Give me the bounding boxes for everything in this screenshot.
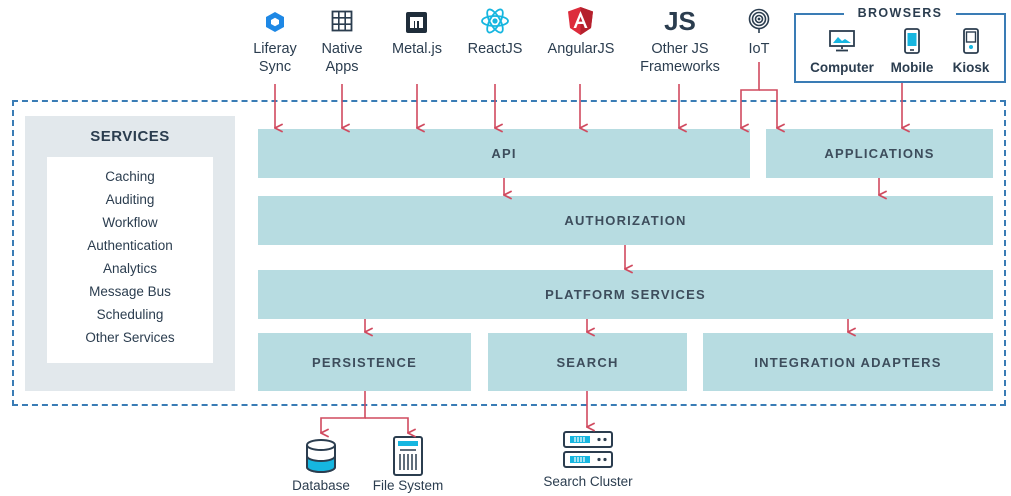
arrow-iot-split <box>741 62 760 128</box>
monitor-icon <box>829 30 855 52</box>
service-item: Analytics <box>102 261 158 276</box>
api-layer: API <box>258 129 750 178</box>
storage-label-database: Database <box>292 478 350 493</box>
client-label-native-apps: Native Apps <box>321 41 363 75</box>
storage-label-search-cluster: Search Cluster <box>543 474 633 489</box>
service-item: Authentication <box>87 238 173 253</box>
js-icon: JS <box>664 6 696 36</box>
applications-layer: APPLICATIONS <box>766 129 993 178</box>
storage-label-file-system: File System <box>372 478 444 493</box>
service-item: Caching <box>105 169 155 184</box>
services-list: Caching Auditing Workflow Authentication… <box>47 157 213 363</box>
service-item: Workflow <box>102 215 158 230</box>
service-item: Scheduling <box>96 307 164 322</box>
angular-icon <box>568 7 593 35</box>
client-label-reactjs: ReactJS <box>467 41 523 57</box>
client-label-other-js: Other JS Frameworks <box>640 41 720 75</box>
react-icon <box>481 8 509 34</box>
client-label-metaljs: Metal.js <box>392 41 442 57</box>
kiosk-icon <box>963 28 979 54</box>
browsers-title: BROWSERS <box>844 6 956 20</box>
liferay-sync-icon <box>266 12 284 32</box>
service-item: Message Bus <box>89 284 171 299</box>
platform-services-layer: PLATFORM SERVICES <box>258 270 993 319</box>
browser-label-mobile: Mobile <box>890 60 934 75</box>
client-label-iot: IoT <box>748 41 770 57</box>
browser-label-computer: Computer <box>810 60 874 75</box>
file-system-icon <box>393 436 423 476</box>
search-layer: SEARCH <box>488 333 687 391</box>
grid-icon <box>331 10 353 32</box>
server-cluster-icon <box>563 431 613 468</box>
metaljs-icon <box>406 12 427 33</box>
service-item: Other Services <box>85 330 175 345</box>
authorization-layer: AUTHORIZATION <box>258 196 993 245</box>
iot-icon <box>748 8 770 33</box>
browser-label-kiosk: Kiosk <box>952 60 990 75</box>
phone-icon <box>904 28 920 54</box>
integration-adapters-layer: INTEGRATION ADAPTERS <box>703 333 993 391</box>
architecture-frame <box>12 100 1006 406</box>
persistence-layer: PERSISTENCE <box>258 333 471 391</box>
services-title: SERVICES <box>90 128 170 145</box>
client-label-liferay-sync: Liferay Sync <box>253 41 297 75</box>
arrow-iot-split-right <box>759 89 777 128</box>
database-icon <box>306 439 336 473</box>
service-item: Auditing <box>105 192 155 207</box>
arrow-persistence-to-database <box>321 391 366 433</box>
arrow-persistence-to-file-system <box>365 417 408 433</box>
client-label-angularjs: AngularJS <box>547 41 615 57</box>
